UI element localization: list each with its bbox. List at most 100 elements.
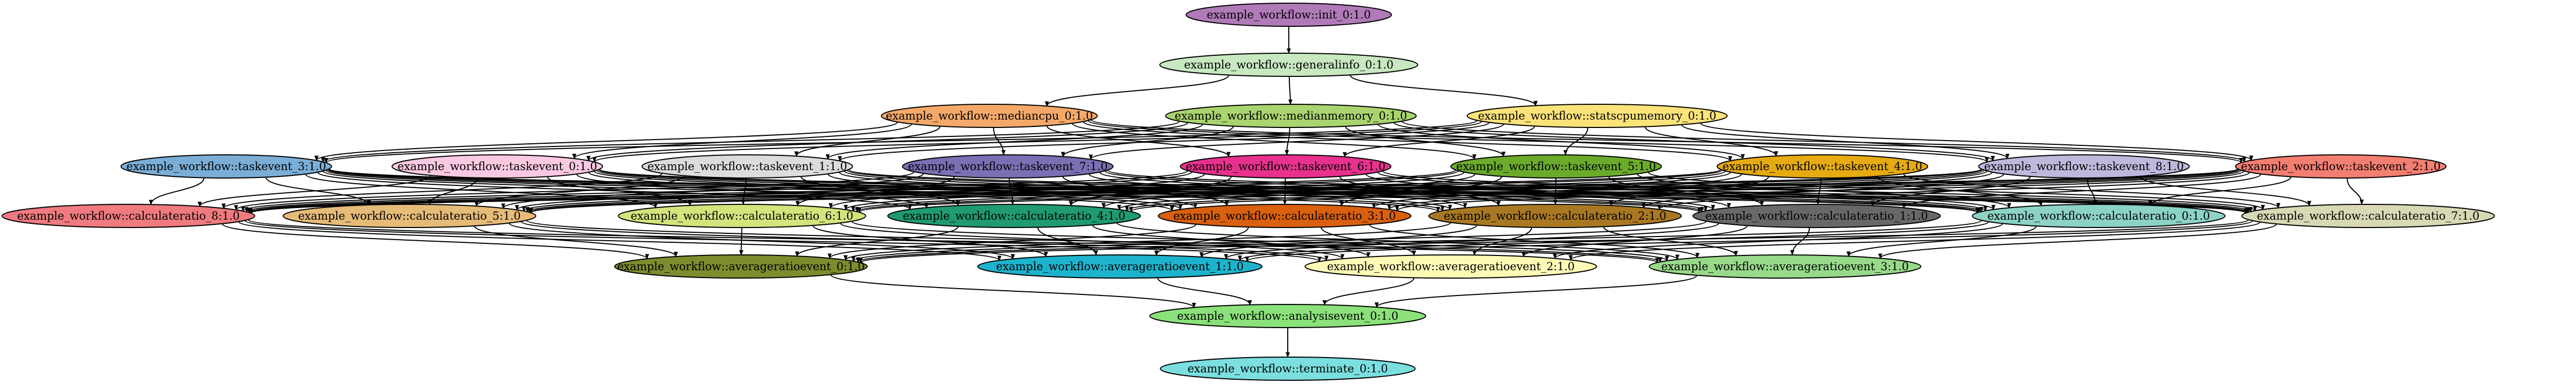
- edge-calculateratio_8-to-averageratioevent_0: [222, 223, 649, 260]
- edge-taskevent_3-to-calculateratio_6: [305, 173, 658, 209]
- node-label: example_workflow::taskevent_4:1.0: [1722, 160, 1922, 173]
- edge-taskevent_8-to-calculateratio_8: [248, 169, 1982, 214]
- node-calculateratio-3[interactable]: example_workflow::calculateratio_3:1.0: [1158, 204, 1411, 228]
- node-label: example_workflow::calculateratio_5:1.0: [298, 210, 520, 222]
- edge-calculateratio_2-to-averageratioevent_2: [1472, 227, 1532, 256]
- edge-calculateratio_2-to-averageratioevent_1: [1199, 224, 1478, 258]
- node-label: example_workflow::taskevent_5:1.0: [1456, 160, 1656, 173]
- node-ellipse: [1978, 154, 2190, 179]
- node-ellipse: [1428, 204, 1682, 228]
- node-taskevent-0[interactable]: example_workflow::taskevent_0:1.0: [392, 154, 603, 179]
- node-label: example_workflow::calculateratio_4:1.0: [903, 210, 1125, 222]
- node-calculateratio-8[interactable]: example_workflow::calculateratio_8:1.0: [2, 204, 255, 228]
- node-averageratioevent-1[interactable]: example_workflow::averageratioevent_1:1.…: [977, 254, 1262, 279]
- edge-averageratioevent_1-to-analysisevent_0: [1157, 277, 1252, 305]
- edge-statscpumemory_0-to-taskevent_5: [1563, 127, 1589, 156]
- node-label: example_workflow::medianmemory_0:1.0: [1175, 110, 1407, 122]
- node-ellipse: [1972, 204, 2226, 228]
- node-medianmemory-0[interactable]: example_workflow::medianmemory_0:1.0: [1165, 104, 1417, 128]
- node-label: example_workflow::taskevent_7:1.0: [908, 160, 1107, 173]
- edge-calculateratio_5-to-averageratioevent_0: [474, 225, 678, 258]
- node-calculateratio-0[interactable]: example_workflow::calculateratio_0:1.0: [1972, 204, 2226, 228]
- edge-taskevent_0-to-calculateratio_4: [576, 173, 929, 209]
- node-calculateratio-2[interactable]: example_workflow::calculateratio_2:1.0: [1428, 204, 1682, 228]
- node-terminate-0[interactable]: example_workflow::terminate_0:1.0: [1160, 357, 1416, 381]
- node-taskevent-6[interactable]: example_workflow::taskevent_6:1.0: [1180, 154, 1391, 179]
- edge-statscpumemory_0-to-taskevent_4: [1645, 126, 1778, 157]
- edge-calculateratio_1-to-averageratioevent_0: [851, 220, 1707, 262]
- edge-taskevent_2-to-calculateratio_2: [1657, 172, 2250, 210]
- node-label: example_workflow::taskevent_1:1.0: [647, 160, 847, 173]
- edge-taskevent_6-to-calculateratio_8: [240, 170, 1188, 212]
- node-calculateratio-5[interactable]: example_workflow::calculateratio_5:1.0: [283, 204, 536, 228]
- edge-calculateratio_6-to-averageratioevent_3: [851, 221, 1669, 262]
- node-ellipse: [2235, 154, 2447, 179]
- node-label: example_workflow::calculateratio_1:1.0: [1705, 210, 1928, 222]
- node-taskevent-1[interactable]: example_workflow::taskevent_1:1.0: [642, 154, 853, 179]
- node-ellipse: [1717, 154, 1928, 179]
- node-generalinfo-0[interactable]: example_workflow::generalinfo_0:1.0: [1159, 53, 1418, 77]
- edge-mediancpu_0-to-taskevent_7: [993, 127, 1006, 156]
- edge-mediancpu_0-to-taskevent_8: [1088, 120, 1989, 163]
- edge-calculateratio_7-to-averageratioevent_3: [1878, 223, 2277, 259]
- node-calculateratio-7[interactable]: example_workflow::calculateratio_7:1.0: [2241, 204, 2495, 228]
- node-ellipse: [121, 154, 332, 179]
- node-init-0[interactable]: example_workflow::init_0:1.0: [1186, 3, 1392, 27]
- edge-taskevent_2-to-calculateratio_5: [529, 169, 2239, 214]
- edge-calculateratio_0-to-averageratioevent_3: [1846, 225, 2037, 257]
- edge-calculateratio_5-to-averageratioevent_1: [508, 222, 1015, 260]
- node-averageratioevent-0[interactable]: example_workflow::averageratioevent_0:1.…: [614, 254, 868, 279]
- node-calculateratio-1[interactable]: example_workflow::calculateratio_1:1.0: [1692, 204, 1941, 228]
- edge-calculateratio_0-to-averageratioevent_0: [856, 220, 1982, 263]
- node-analysisevent-0[interactable]: example_workflow::analysisevent_0:1.0: [1149, 304, 1426, 328]
- node-ellipse: [887, 204, 1141, 228]
- edge-calculateratio_3-to-averageratioevent_1: [1154, 226, 1249, 256]
- node-taskevent-3[interactable]: example_workflow::taskevent_3:1.0: [121, 154, 332, 179]
- node-taskevent-4[interactable]: example_workflow::taskevent_4:1.0: [1717, 154, 1928, 179]
- edge-taskevent_2-to-calculateratio_0: [2148, 176, 2292, 206]
- edge-statscpumemory_0-to-taskevent_8: [1681, 124, 2010, 159]
- node-averageratioevent-2[interactable]: example_workflow::averageratioevent_2:1.…: [1305, 254, 1597, 279]
- edge-calculateratio_1-to-averageratioevent_3: [1790, 227, 1810, 256]
- edge-taskevent_4-to-calculateratio_8: [247, 169, 1721, 213]
- node-ellipse: [614, 254, 868, 279]
- node-taskevent-8[interactable]: example_workflow::taskevent_8:1.0: [1978, 154, 2190, 179]
- node-label: example_workflow::analysisevent_0:1.0: [1177, 310, 1398, 322]
- edge-medianmemory_0-to-taskevent_8: [1393, 122, 1995, 161]
- node-ellipse: [642, 154, 853, 179]
- node-label: example_workflow::init_0:1.0: [1207, 8, 1371, 21]
- edge-statscpumemory_0-to-taskevent_1: [838, 122, 1490, 162]
- edge-calculateratio_7-to-averageratioevent_2: [1568, 221, 2261, 261]
- node-ellipse: [902, 154, 1114, 179]
- edge-generalinfo_0-to-mediancpu_0: [1045, 75, 1229, 107]
- edge-taskevent_2-to-calculateratio_6: [857, 169, 2240, 213]
- node-calculateratio-6[interactable]: example_workflow::calculateratio_6:1.0: [618, 204, 866, 228]
- node-calculateratio-4[interactable]: example_workflow::calculateratio_4:1.0: [887, 204, 1141, 228]
- node-ellipse: [1149, 304, 1426, 328]
- node-label: example_workflow::calculateratio_3:1.0: [1173, 210, 1396, 222]
- node-statscpumemory-0[interactable]: example_workflow::statscpumemory_0:1.0: [1467, 104, 1728, 128]
- edge-medianmemory_0-to-taskevent_7: [1061, 126, 1234, 157]
- node-label: example_workflow::averageratioevent_2:1.…: [1327, 260, 1575, 273]
- node-ellipse: [977, 254, 1262, 279]
- edge-generalinfo_0-to-statscpumemory_0: [1349, 74, 1538, 106]
- node-ellipse: [2241, 204, 2495, 228]
- node-label: example_workflow::averageratioevent_1:1.…: [996, 260, 1244, 273]
- node-taskevent-7[interactable]: example_workflow::taskevent_7:1.0: [902, 154, 1114, 179]
- edge-calculateratio_4-to-averageratioevent_3: [1116, 222, 1680, 260]
- node-taskevent-5[interactable]: example_workflow::taskevent_5:1.0: [1450, 154, 1662, 179]
- edge-calculateratio_1-to-averageratioevent_2: [1521, 225, 1748, 257]
- node-averageratioevent-3[interactable]: example_workflow::averageratioevent_3:1.…: [1649, 254, 1921, 279]
- node-label: example_workflow::taskevent_3:1.0: [126, 160, 326, 173]
- node-mediancpu-0[interactable]: example_workflow::mediancpu_0:1.0: [881, 104, 1098, 128]
- node-label: example_workflow::taskevent_6:1.0: [1186, 160, 1385, 173]
- node-label: example_workflow::taskevent_2:1.0: [2241, 160, 2440, 173]
- node-label: example_workflow::calculateratio_2:1.0: [1444, 210, 1666, 222]
- edge-averageratioevent_3-to-analysisevent_0: [1375, 274, 1698, 308]
- edge-calculateratio_4-to-averageratioevent_0: [795, 226, 959, 257]
- edge-taskevent_2-to-calculateratio_1: [1901, 173, 2262, 209]
- node-label: example_workflow::mediancpu_0:1.0: [886, 110, 1093, 122]
- node-taskevent-2[interactable]: example_workflow::taskevent_2:1.0: [2235, 154, 2447, 179]
- node-label: example_workflow::generalinfo_0:1.0: [1184, 58, 1394, 71]
- edge-calculateratio_3-to-averageratioevent_2: [1320, 226, 1416, 256]
